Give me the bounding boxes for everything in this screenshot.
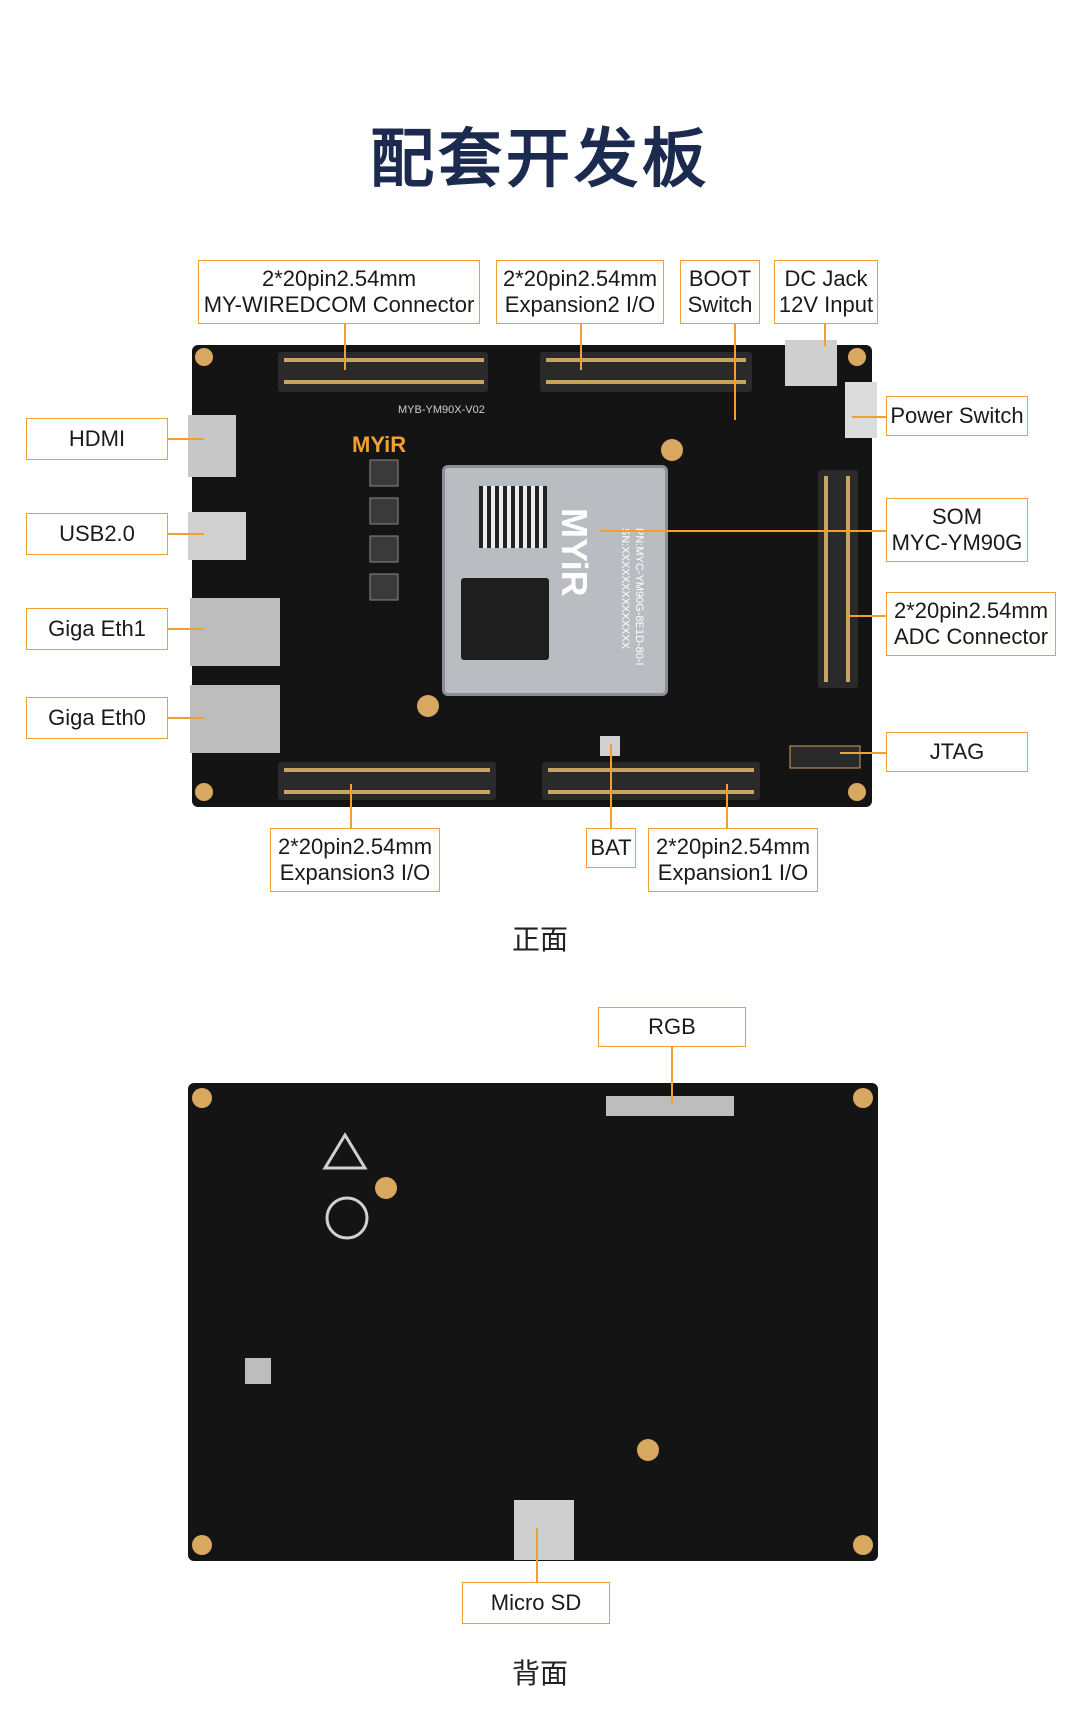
label-giga-eth0: Giga Eth0 <box>26 697 168 739</box>
som-chip <box>461 578 549 660</box>
som-module: MYiR PN:MYC-YM90G-8E1D-80-I SN:XXXXXXXXX… <box>442 465 668 696</box>
label-jtag: JTAG <box>886 732 1028 772</box>
back-caption: 背面 <box>511 1657 568 1690</box>
board-model-silk: MYB-YM90X-V02 <box>398 404 485 416</box>
label-rgb: RGB <box>598 1007 746 1047</box>
label-giga-eth1: Giga Eth1 <box>26 608 168 650</box>
label-usb: USB2.0 <box>26 513 168 555</box>
label-hdmi: HDMI <box>26 418 168 460</box>
back-board <box>188 1083 878 1561</box>
label-bat: BAT <box>586 828 636 868</box>
label-micro-sd: Micro SD <box>462 1582 610 1624</box>
board-brand-silk: MYiR <box>352 432 407 457</box>
som-qr <box>479 486 547 548</box>
front-caption: 正面 <box>511 923 568 956</box>
label-power-switch: Power Switch <box>886 396 1028 436</box>
page-title: 配套开发板 <box>370 123 710 197</box>
